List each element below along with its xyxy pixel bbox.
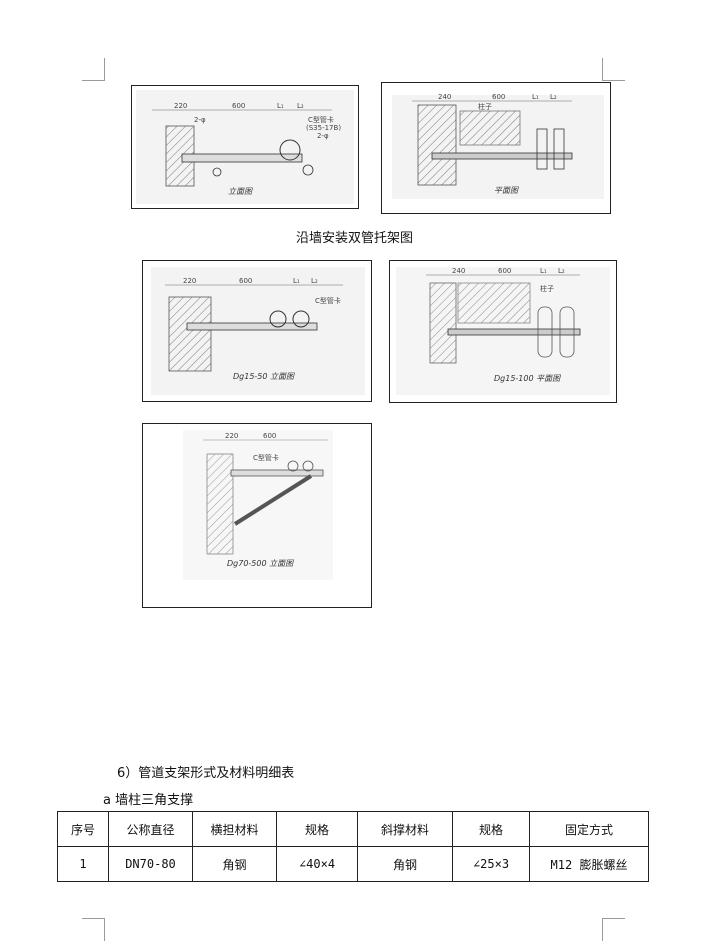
drawing-elevation-2: 220 600 L₁ L₂ C型管卡 Dg15-50 立面图 [142, 260, 372, 402]
sub-heading: a 墙柱三角支撑 [103, 793, 194, 808]
svg-text:600: 600 [239, 277, 252, 285]
svg-text:220: 220 [225, 432, 238, 440]
table-header-cell: 横担材料 [192, 811, 277, 847]
table-cell: 角钢 [192, 846, 277, 882]
materials-table: 序号 公称直径 横担材料 规格 斜撑材料 规格 固定方式 1 DN70-80 角… [57, 811, 649, 882]
table-header-cell: 规格 [276, 811, 358, 847]
table-cell: M12 膨胀螺丝 [529, 846, 649, 882]
svg-text:Dg15-100 平面图: Dg15-100 平面图 [494, 374, 561, 383]
table-cell: ∠25×3 [452, 846, 530, 882]
elevation-sketch-3: 220 600 C型管卡 Dg70-500 立面图 [183, 430, 333, 580]
drawing-elevation-3: 220 600 C型管卡 Dg70-500 立面图 [142, 423, 372, 608]
table-cell: DN70-80 [108, 846, 193, 882]
table-header-row: 序号 公称直径 横担材料 规格 斜撑材料 规格 固定方式 [57, 811, 649, 847]
svg-text:220: 220 [174, 102, 187, 110]
svg-text:L₂: L₂ [550, 93, 557, 101]
svg-text:L₁: L₁ [532, 93, 539, 101]
table-header-cell: 公称直径 [108, 811, 193, 847]
svg-text:L₂: L₂ [311, 277, 318, 285]
svg-text:C型管卡: C型管卡 [308, 115, 334, 124]
svg-text:L₁: L₁ [540, 267, 547, 275]
svg-text:Dg70-500 立面图: Dg70-500 立面图 [227, 559, 294, 568]
table-cell: 角钢 [357, 846, 453, 882]
svg-text:Dg15-50 立面图: Dg15-50 立面图 [233, 372, 295, 381]
crop-mark-bottom-right [602, 918, 625, 941]
figure-caption: 沿墙安装双管托架图 [295, 231, 413, 246]
drawing-plan-2: 240 600 L₁ L₂ 柱子 Dg15-100 平面图 [389, 260, 617, 403]
svg-text:600: 600 [492, 93, 505, 101]
plan-sketch-1: 240 600 L₁ L₂ 柱子 平面图 [392, 93, 604, 199]
svg-text:柱子: 柱子 [478, 102, 492, 111]
table-cell: 1 [57, 846, 109, 882]
plan-sketch-2: 240 600 L₁ L₂ 柱子 Dg15-100 平面图 [396, 267, 610, 395]
svg-text:L₁: L₁ [293, 277, 300, 285]
svg-text:C型管卡: C型管卡 [315, 296, 341, 305]
crop-mark-top-right [602, 58, 625, 81]
table-header-cell: 斜撑材料 [357, 811, 453, 847]
table-header-cell: 固定方式 [529, 811, 649, 847]
svg-text:L₂: L₂ [297, 102, 304, 110]
svg-text:C型管卡: C型管卡 [253, 453, 279, 462]
svg-text:L₁: L₁ [277, 102, 284, 110]
table-cell: ∠40×4 [276, 846, 358, 882]
svg-text:600: 600 [498, 267, 511, 275]
svg-text:600: 600 [263, 432, 276, 440]
svg-text:220: 220 [183, 277, 196, 285]
elevation-sketch-2: 220 600 L₁ L₂ C型管卡 Dg15-50 立面图 [151, 267, 365, 395]
svg-text:立面图: 立面图 [228, 187, 253, 196]
svg-text:平面图: 平面图 [494, 186, 519, 195]
svg-text:600: 600 [232, 102, 245, 110]
svg-text:L₂: L₂ [558, 267, 565, 275]
table-header-cell: 规格 [452, 811, 530, 847]
table-row: 1 DN70-80 角钢 ∠40×4 角钢 ∠25×3 M12 膨胀螺丝 [57, 846, 649, 882]
svg-text:240: 240 [452, 267, 465, 275]
drawing-plan-1: 240 600 L₁ L₂ 柱子 平面图 [381, 82, 611, 214]
svg-text:2-φ: 2-φ [194, 116, 206, 124]
table-header-cell: 序号 [57, 811, 109, 847]
svg-text:(S35-17B): (S35-17B) [306, 124, 341, 132]
elevation-sketch-1: 220 600 L₁ L₂ C型管卡 (S35-17B) 2-φ 2-φ 立面图 [136, 90, 354, 204]
svg-text:柱子: 柱子 [540, 284, 554, 293]
section-heading: 6）管道支架形式及材料明细表 [117, 766, 295, 781]
crop-mark-bottom-left [82, 918, 105, 941]
svg-text:2-φ: 2-φ [317, 132, 329, 140]
drawing-elevation-1: 220 600 L₁ L₂ C型管卡 (S35-17B) 2-φ 2-φ 立面图 [131, 85, 359, 209]
crop-mark-top-left [82, 58, 105, 81]
svg-text:240: 240 [438, 93, 451, 101]
